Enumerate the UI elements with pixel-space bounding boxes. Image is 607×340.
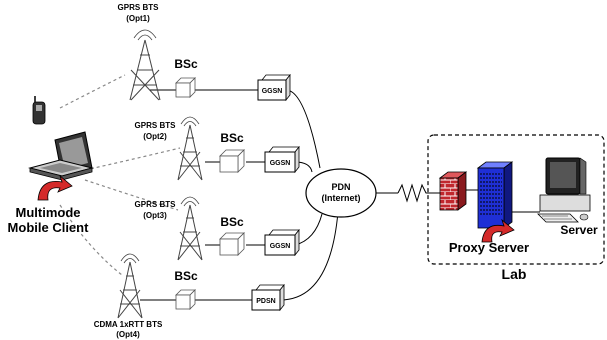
wireless-link-opt3 xyxy=(84,179,179,211)
firewall-icon xyxy=(438,171,468,211)
proxy-label: Proxy Server xyxy=(449,240,529,255)
link-pdsn-pdn xyxy=(279,211,339,301)
tower-sublabel: (Opt4) xyxy=(116,330,140,339)
bsc-cube-3 xyxy=(219,232,245,256)
tower-sublabel: (Opt1) xyxy=(126,14,150,23)
wireless-link-opt1 xyxy=(59,74,126,109)
bsc-label: BSc xyxy=(174,269,198,283)
tower-sublabel: (Opt3) xyxy=(143,211,167,220)
tower-opt4 xyxy=(117,253,143,319)
pdn-sublabel: (Internet) xyxy=(322,193,361,203)
pdn-label: PDN xyxy=(331,182,350,192)
laptop-icon xyxy=(28,131,94,181)
tower-label: GPRS BTS xyxy=(135,121,177,130)
bsc-label: BSc xyxy=(220,131,244,145)
tower-opt2 xyxy=(177,116,203,181)
proxy-curved-arrow-icon xyxy=(481,218,515,243)
lab-boundary xyxy=(427,134,605,265)
proxy-server-icon xyxy=(476,161,514,229)
wireless-link-opt4 xyxy=(59,204,123,276)
gateway-label: PDSN xyxy=(256,298,275,305)
curved-arrow-icon xyxy=(37,174,73,201)
ggsn-box-3 xyxy=(264,228,300,257)
server-workstation-icon xyxy=(537,157,591,223)
zigzag-resistor xyxy=(397,183,440,203)
wireless-links xyxy=(59,74,181,276)
tower-opt3 xyxy=(177,196,203,261)
wireless-link-opt2 xyxy=(84,147,181,171)
gateway-label: GGSN xyxy=(262,88,283,95)
bsc-cube-4 xyxy=(175,289,196,310)
bsc-label: BSc xyxy=(174,57,198,71)
tower-label: GPRS BTS xyxy=(118,3,160,12)
ggsn-box-2 xyxy=(264,145,300,174)
bsc-label: BSc xyxy=(220,215,244,229)
tower-opt1 xyxy=(129,29,161,101)
pdn-cloud xyxy=(305,168,377,218)
client-label: Multimode xyxy=(16,205,81,220)
cell-phone-icon xyxy=(32,96,46,125)
server-label: Server xyxy=(560,223,598,237)
gateway-label: GGSN xyxy=(270,243,291,250)
tower-label: CDMA 1xRTT BTS xyxy=(94,320,163,329)
gateway-label: GGSN xyxy=(270,160,291,167)
ggsn-box-1 xyxy=(257,73,291,102)
bsc-cube-1 xyxy=(175,77,196,98)
client-sublabel: Mobile Client xyxy=(8,220,90,235)
tower-sublabel: (Opt2) xyxy=(143,132,167,141)
lab-title: Lab xyxy=(502,266,527,282)
pdsn-box xyxy=(251,283,285,312)
bsc-cube-2 xyxy=(219,149,245,173)
tower-label: GPRS BTS xyxy=(135,200,177,209)
